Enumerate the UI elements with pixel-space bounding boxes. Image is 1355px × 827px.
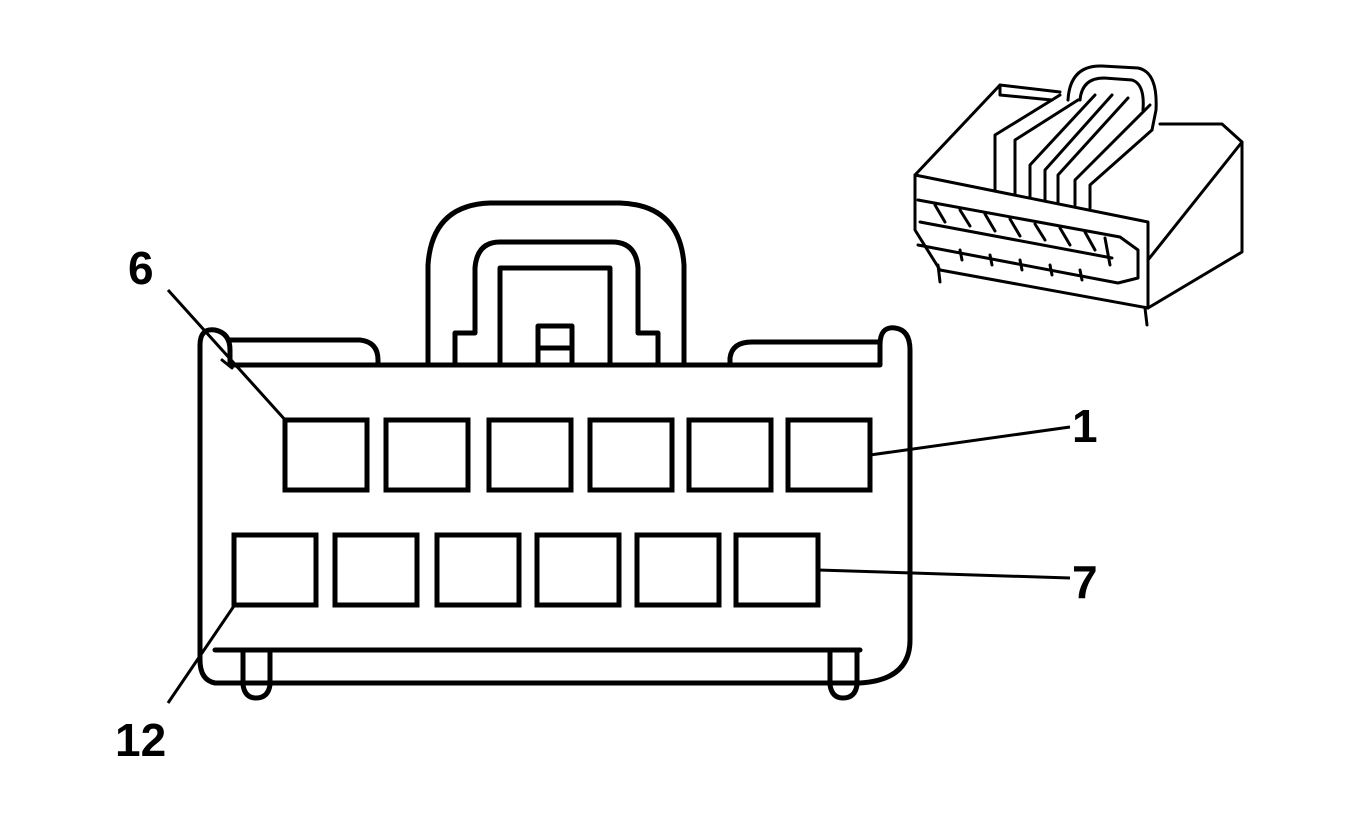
latch-detail — [535, 323, 575, 368]
cavity-1 — [785, 417, 873, 493]
corner-notch — [220, 358, 234, 370]
locking-tab-inner — [452, 239, 661, 368]
cavity-2 — [686, 417, 774, 493]
connector-face — [197, 200, 913, 701]
iso-latch-tab-inner — [1078, 76, 1145, 112]
cavity-5 — [383, 417, 471, 493]
iso-pins — [936, 248, 1149, 327]
callout-pin-1: 1 — [1072, 400, 1098, 452]
leader-12 — [166, 602, 238, 704]
iso-terminal-rail-inner — [918, 220, 1114, 260]
cavity-8 — [634, 532, 722, 608]
leader-lines — [166, 288, 1071, 704]
leader-7 — [817, 568, 1071, 580]
iso-latch-tab — [1066, 64, 1158, 132]
iso-top-ledge — [998, 83, 1054, 102]
cavity-12 — [231, 532, 319, 608]
connector-isometric-view — [913, 64, 1244, 327]
iso-terminal-teeth — [933, 203, 1112, 267]
callout-pin-12: 12 — [115, 714, 166, 766]
latch-window — [497, 265, 613, 368]
cavity-3 — [587, 417, 675, 493]
cavity-4 — [486, 417, 574, 493]
bottom-foot-right — [827, 647, 860, 701]
cavity-11 — [332, 532, 420, 608]
terminal-cavities-bottom-row — [231, 532, 821, 608]
connector-body-outline — [197, 325, 913, 686]
top-ledge-right — [727, 339, 883, 368]
locking-tab-outer — [425, 200, 687, 368]
iso-terminal-rail — [916, 198, 1140, 285]
cavity-10 — [434, 532, 522, 608]
iso-top-face-right — [1146, 140, 1244, 262]
leader-1 — [869, 425, 1071, 457]
top-ledge-left — [227, 337, 381, 368]
iso-body-line — [913, 173, 1150, 262]
iso-right-side — [1146, 122, 1244, 310]
bottom-foot-left — [240, 647, 273, 701]
cavity-6 — [282, 417, 370, 493]
callouts: 6 1 7 12 — [115, 242, 1098, 766]
callout-pin-6: 6 — [128, 242, 154, 294]
cavity-9 — [534, 532, 622, 608]
cavity-7 — [733, 532, 821, 608]
callout-pin-7: 7 — [1072, 556, 1098, 608]
terminal-cavities-top-row — [282, 417, 873, 493]
leader-6 — [166, 288, 289, 424]
iso-latch-ribs — [993, 93, 1154, 210]
